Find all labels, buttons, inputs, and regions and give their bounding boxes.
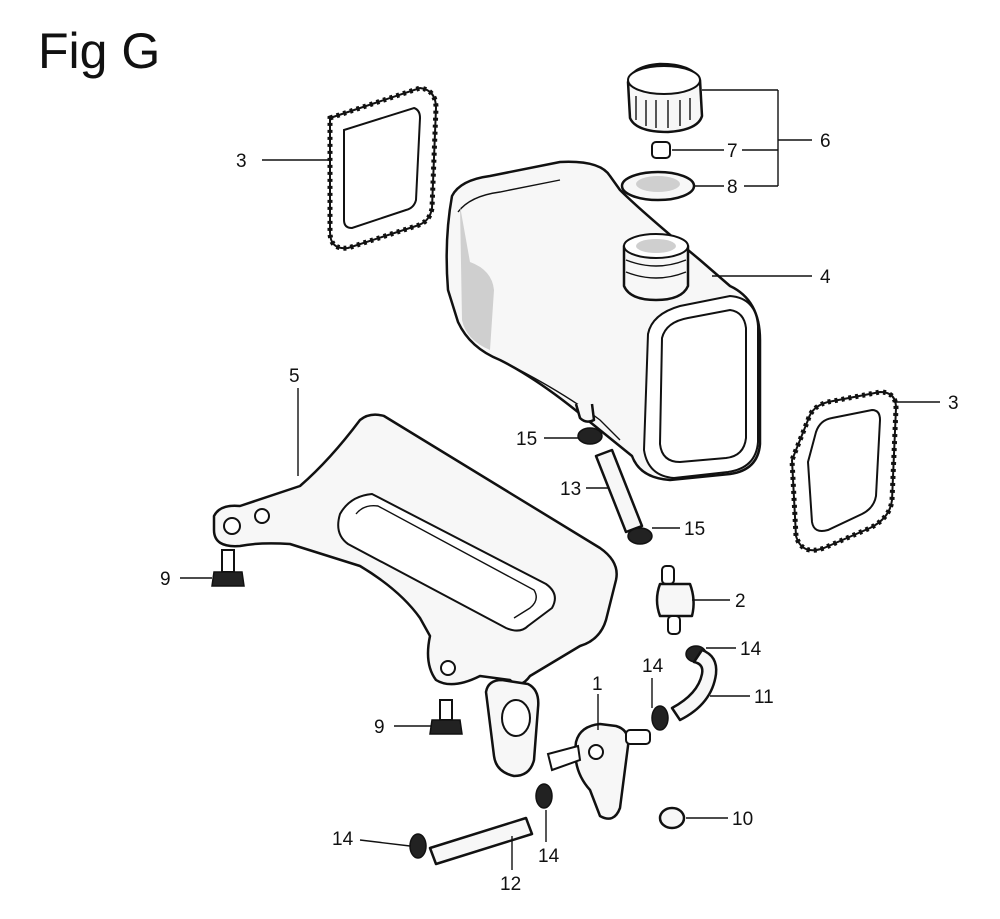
callout-3-left: 3	[236, 151, 247, 172]
gasket-left	[327, 85, 439, 251]
callout-14-right: 14	[740, 639, 762, 660]
callout-6: 6	[820, 131, 831, 152]
callout-8: 8	[727, 177, 738, 198]
callout-14-left: 14	[332, 829, 354, 850]
fuel-tube-12	[428, 816, 534, 866]
callout-14-mid: 14	[642, 656, 664, 677]
clip-upper	[577, 427, 603, 445]
clip-10	[658, 806, 686, 830]
fuel-tank	[445, 160, 762, 482]
callout-15-lower: 15	[684, 519, 705, 540]
tank-bracket	[212, 413, 618, 778]
fuel-cap	[626, 62, 704, 134]
callout-12: 12	[500, 874, 521, 895]
fuel-tube-13	[594, 448, 644, 534]
callout-11: 11	[754, 687, 774, 708]
clip-14-tube-right	[535, 783, 553, 809]
callout-7: 7	[727, 141, 738, 162]
clip-14-mid	[651, 705, 669, 731]
callout-14-bottom: 14	[538, 846, 560, 867]
callout-13: 13	[560, 479, 581, 500]
fuel-tube-11	[670, 648, 718, 722]
cap-valve	[651, 141, 671, 159]
callout-2: 2	[735, 591, 746, 612]
callout-5: 5	[289, 366, 300, 387]
callout-1: 1	[592, 674, 603, 695]
bolt-upper	[211, 549, 245, 587]
callouts: 3 6 7 8 4 3 5 15 13 15 9 2 14 14 11 1 9 …	[160, 131, 959, 895]
leader-lines	[180, 89, 940, 870]
clip-lower	[627, 527, 653, 545]
callout-3-right: 3	[948, 393, 959, 414]
callout-15-upper: 15	[516, 429, 537, 450]
fuel-filter	[655, 565, 695, 635]
callout-9-lower: 9	[374, 717, 385, 738]
gasket-right	[789, 389, 899, 553]
callout-9-upper: 9	[160, 569, 171, 590]
callout-4: 4	[820, 267, 831, 288]
clip-14-tube-left	[409, 833, 427, 859]
callout-10: 10	[732, 809, 753, 830]
bolt-lower	[429, 699, 463, 735]
cap-gasket	[620, 170, 696, 202]
fuel-valve	[546, 722, 651, 820]
figure-title: Fig G	[38, 23, 161, 79]
